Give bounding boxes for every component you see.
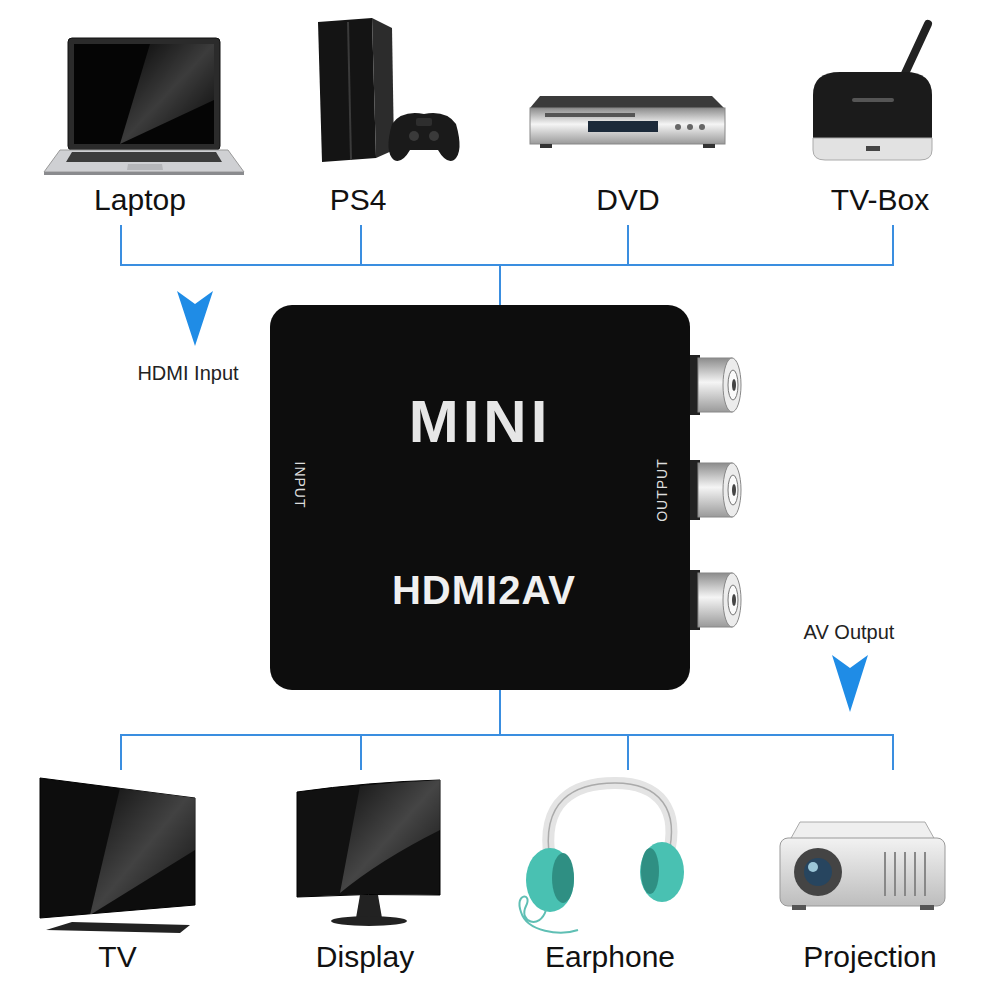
rca-jacks [688,355,741,630]
model-text: HDMI2AV [392,570,576,610]
direction-arrow [177,291,213,346]
direction-arrow [832,655,868,712]
device-tile: TV-Box [805,15,955,225]
connector-line [500,690,893,770]
tv-icon [40,778,195,933]
device-label: DVD [596,182,659,218]
device-tile: Projection [775,770,965,985]
device-label: TV-Box [831,182,929,218]
device-tile: Display [280,770,450,985]
device-label: PS4 [330,182,387,218]
dvd-player-icon [530,96,725,148]
device-label: Laptop [94,182,186,218]
device-label: Display [316,939,414,975]
device-label: TV [98,939,136,975]
console-icon [318,18,460,162]
tv-box-icon [813,24,932,160]
direction-label: HDMI Input [137,361,238,385]
projector-icon [780,822,945,910]
laptop-icon [44,38,244,175]
device-tile: Earphone [515,770,705,985]
port-label: OUTPUT [655,458,669,522]
connector-line [361,690,500,770]
connector-line [500,225,893,305]
device-tile: DVD [520,75,736,225]
connector-line [121,225,500,305]
port-label: INPUT [293,462,307,509]
brand-text: MINI [409,392,552,452]
device-tile: Laptop [45,25,235,225]
connector-line [500,690,628,770]
headphone-icon [519,783,684,933]
direction-label: AV Output [804,620,895,644]
connector-line [121,690,500,770]
device-tile: PS4 [283,15,433,225]
device-label: Projection [803,939,936,975]
device-tile: TV [30,770,205,985]
device-label: Earphone [545,939,675,975]
monitor-icon [297,780,440,926]
connector-line [361,225,500,305]
converter-box: MINI INPUT OUTPUT HDMI2AV [270,305,690,690]
